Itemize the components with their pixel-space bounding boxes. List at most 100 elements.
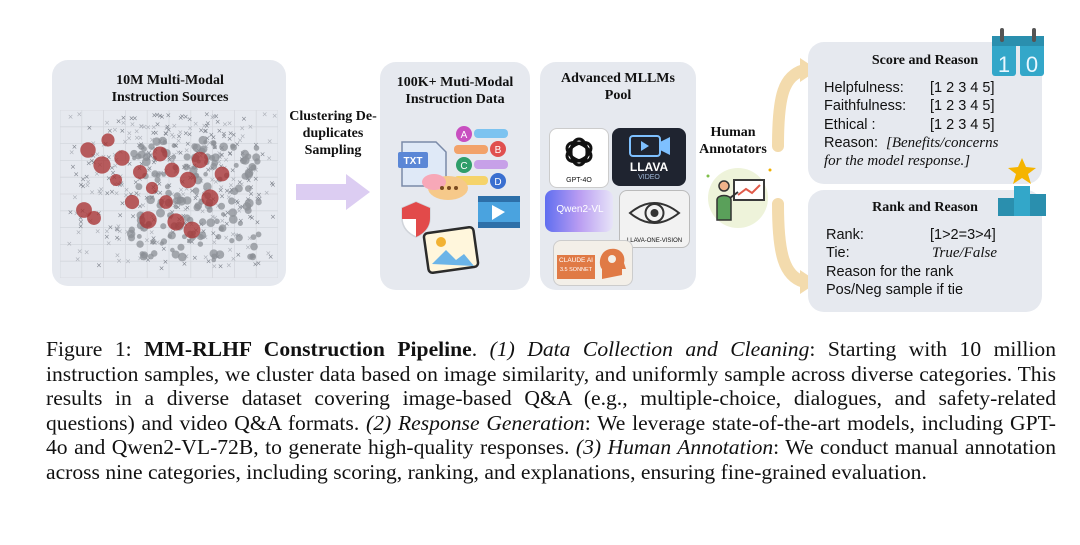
svg-text:×: × — [189, 238, 195, 246]
svg-text:×: × — [234, 198, 240, 206]
svg-text:×: × — [268, 253, 274, 261]
svg-text:×: × — [115, 223, 121, 231]
head-gear-icon — [599, 248, 626, 279]
svg-text:×: × — [91, 158, 97, 166]
claude-ai-badge — [557, 255, 595, 279]
svg-text:×: × — [128, 190, 134, 198]
svg-text:×: × — [237, 136, 243, 144]
svg-text:×: × — [137, 175, 143, 183]
svg-text:×: × — [218, 184, 224, 192]
svg-text:×: × — [163, 130, 169, 138]
helpfulness-label: Helpfulness: — [824, 80, 904, 96]
svg-text:×: × — [129, 115, 135, 123]
svg-text:×: × — [221, 132, 227, 140]
svg-text:×: × — [225, 209, 231, 217]
svg-text:×: × — [146, 149, 152, 157]
dialogue-bubble-icon — [422, 174, 468, 200]
rank-reason-text: Reason for the rank — [826, 264, 954, 280]
svg-text:×: × — [210, 134, 216, 142]
sources-title: 10M Multi-Modal Instruction Sources — [111, 73, 229, 105]
svg-text:×: × — [106, 240, 112, 248]
svg-text:×: × — [140, 201, 146, 209]
svg-text:×: × — [134, 134, 140, 142]
svg-text:×: × — [201, 122, 207, 130]
svg-text:×: × — [106, 154, 112, 162]
svg-text:×: × — [173, 142, 179, 150]
svg-text:×: × — [253, 141, 259, 149]
svg-text:C: C — [460, 161, 467, 172]
svg-text:×: × — [177, 129, 183, 137]
claude-ai-sub: 3.5 SONNET — [559, 267, 593, 273]
svg-text:×: × — [218, 262, 224, 270]
svg-text:×: × — [97, 187, 103, 195]
svg-text:×: × — [188, 164, 194, 172]
svg-text:×: × — [170, 157, 176, 165]
svg-text:×: × — [218, 152, 224, 160]
svg-text:×: × — [235, 251, 241, 259]
svg-text:×: × — [124, 186, 130, 194]
svg-text:×: × — [171, 151, 177, 159]
svg-text:×: × — [169, 131, 175, 139]
stage-3-text: : We conduct manual annotation across ni… — [46, 435, 1056, 484]
svg-text:×: × — [213, 178, 219, 186]
figure-title: MM-RLHF Construction Pipeline — [144, 337, 472, 361]
svg-text:0: 0 — [1026, 52, 1038, 77]
svg-text:×: × — [185, 140, 191, 148]
svg-text:×: × — [184, 204, 190, 212]
svg-text:×: × — [139, 123, 145, 131]
svg-text:×: × — [76, 110, 82, 118]
svg-text:×: × — [104, 233, 110, 241]
svg-text:×: × — [204, 135, 210, 143]
svg-text:×: × — [114, 225, 120, 233]
eye-icon — [628, 202, 681, 224]
svg-text:×: × — [78, 214, 84, 222]
svg-text:×: × — [104, 228, 110, 236]
qwen2-vl-logo: Qwen2-VL — [545, 190, 613, 232]
svg-text:×: × — [267, 138, 273, 146]
svg-text:×: × — [252, 261, 258, 269]
calendar-icon: 1 0 — [992, 28, 1044, 77]
svg-text:×: × — [227, 135, 233, 143]
svg-text:×: × — [86, 124, 92, 132]
svg-text:×: × — [147, 164, 153, 172]
svg-text:×: × — [219, 151, 225, 159]
svg-text:×: × — [117, 228, 123, 236]
svg-text:×: × — [75, 256, 81, 264]
svg-text:×: × — [157, 189, 163, 197]
svg-text:×: × — [182, 220, 188, 228]
llava-video-label: LLAVA — [629, 160, 669, 174]
score-reason-text-2: for the model response.] — [824, 153, 971, 169]
svg-text:×: × — [219, 217, 225, 225]
svg-text:×: × — [155, 239, 161, 247]
svg-text:×: × — [262, 110, 268, 118]
svg-text:×: × — [253, 166, 259, 174]
svg-text:×: × — [227, 188, 233, 196]
rank-label: Rank: — [826, 227, 864, 243]
svg-text:×: × — [89, 189, 95, 197]
svg-text:×: × — [112, 151, 118, 159]
svg-text:TXT: TXT — [404, 156, 423, 167]
svg-text:×: × — [78, 223, 84, 231]
svg-text:×: × — [78, 218, 84, 226]
svg-text:×: × — [114, 234, 120, 242]
human-annotators-label: Human Annotators — [699, 125, 767, 157]
svg-text:×: × — [147, 151, 153, 159]
svg-text:×: × — [270, 213, 276, 221]
svg-text:×: × — [171, 122, 177, 130]
svg-text:×: × — [230, 230, 236, 238]
svg-text:×: × — [264, 189, 270, 197]
svg-text:×: × — [255, 218, 261, 226]
svg-text:×: × — [187, 131, 193, 139]
svg-text:×: × — [69, 148, 75, 156]
svg-text:×: × — [95, 227, 101, 235]
svg-text:×: × — [227, 246, 233, 254]
svg-text:×: × — [169, 190, 175, 198]
svg-text:×: × — [207, 139, 213, 147]
svg-text:×: × — [228, 182, 234, 190]
svg-text:×: × — [180, 212, 186, 220]
svg-text:×: × — [245, 175, 251, 183]
svg-text:×: × — [247, 234, 253, 242]
svg-text:×: × — [101, 141, 107, 149]
svg-text:×: × — [164, 124, 170, 132]
stage-3-heading: (3) Human Annotation — [575, 435, 774, 460]
